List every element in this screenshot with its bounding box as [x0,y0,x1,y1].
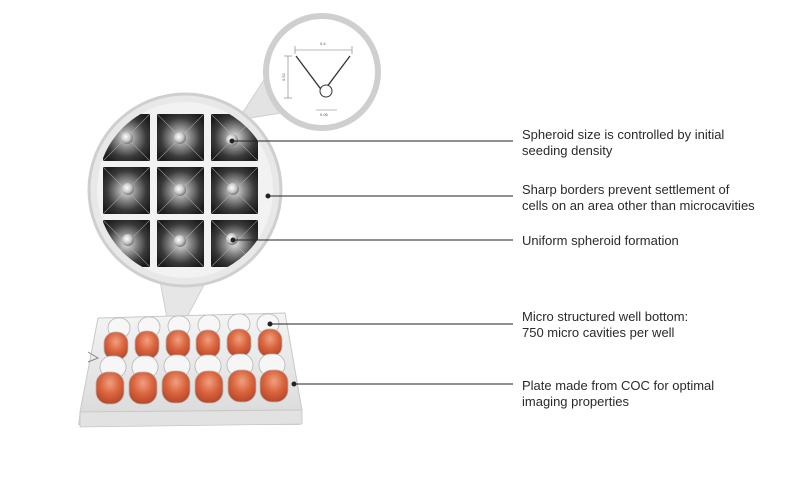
callout-sharp-borders-line1: Sharp borders prevent settlement of [522,182,730,197]
plate-wells [95,313,289,405]
microcavity-magnifier [87,92,283,288]
callout-well-bottom-line2: 750 micro cavities per well [522,325,675,340]
callout-sharp-borders: Sharp borders prevent settlement of cell… [522,182,755,214]
dim-left-label: 0.52 [281,72,286,81]
leader-lines [229,138,513,387]
dim-top-label: 0.4 [320,41,326,46]
callout-plate-material-line2: imaging properties [522,394,629,409]
callout-plate-material: Plate made from COC for optimal imaging … [522,378,714,410]
callout-well-bottom-line1: Micro structured well bottom: [522,309,689,324]
callout-spheroid-size: Spheroid size is controlled by initial s… [522,127,724,159]
callout-uniform-formation: Uniform spheroid formation [522,233,679,249]
callout-plate-material-line1: Plate made from COC for optimal [522,378,715,393]
cavity-cross-section-inset: 0.4 0.52 0.06 [263,13,381,131]
dim-bottom-label: 0.06 [320,112,329,117]
callout-uniform-formation-line1: Uniform spheroid formation [522,233,679,248]
well-plate [78,312,303,428]
callout-sharp-borders-line2: cells on an area other than microcavitie… [522,198,755,213]
callout-well-bottom: Micro structured well bottom: 750 micro … [522,309,688,341]
callout-spheroid-size-line2: seeding density [522,143,613,158]
callout-spheroid-size-line1: Spheroid size is controlled by initial [522,127,725,142]
